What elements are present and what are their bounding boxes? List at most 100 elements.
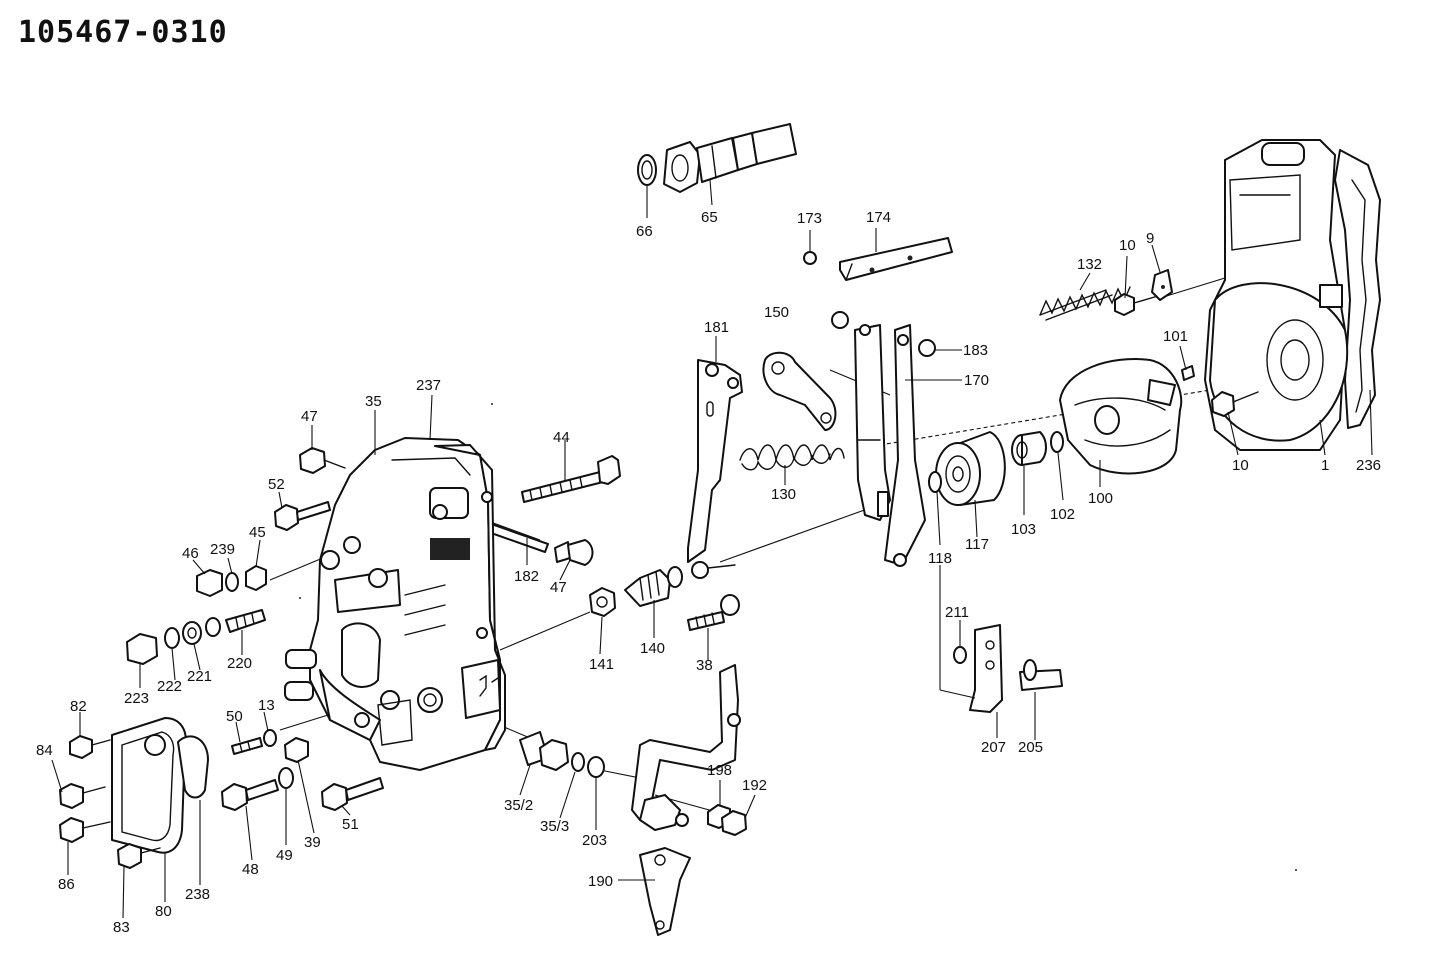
part-80-cover-plate (111, 717, 187, 854)
callout-38: 38 (696, 657, 713, 674)
part-190-lever (631, 664, 741, 936)
callout-10-upper: 10 (1119, 237, 1136, 254)
callout-45: 45 (249, 524, 266, 541)
part-181-lever (687, 359, 743, 579)
part-221-washer (182, 621, 202, 645)
callout-237: 237 (416, 377, 441, 394)
part-9-bracket (1151, 269, 1173, 301)
part-118-washer (928, 471, 942, 493)
part-38-bolt (687, 594, 740, 631)
callout-39: 39 (304, 834, 321, 851)
callout-9: 9 (1146, 230, 1154, 247)
part-117-sleeve (935, 431, 1006, 506)
part-132-spring (1039, 286, 1131, 321)
callout-46: 46 (182, 545, 199, 562)
callout-222: 222 (157, 678, 182, 695)
callout-35: 35 (365, 393, 382, 410)
part-65-holder (637, 123, 797, 193)
part-170-lever (831, 311, 936, 567)
callout-130: 130 (771, 486, 796, 503)
callout-117: 117 (965, 536, 989, 553)
part-13-washer (263, 729, 277, 747)
callout-203: 203 (582, 832, 607, 849)
part-221b-washer (205, 617, 221, 637)
part-49-washer (278, 767, 294, 789)
part-86-bolt (59, 817, 111, 843)
callout-223: 223 (124, 690, 149, 707)
callout-102: 102 (1050, 506, 1075, 523)
part-84-bolt (59, 783, 106, 809)
part-10-bolt-upper (1114, 293, 1159, 316)
part-82-bolt (69, 735, 111, 759)
part-45-nut (245, 565, 267, 591)
part-44-bolt (521, 455, 621, 503)
part-50-screw (231, 737, 263, 755)
part-141-nut (589, 587, 616, 617)
part-47-plug-right (554, 539, 594, 566)
callout-44: 44 (553, 429, 570, 446)
callout-183: 183 (963, 342, 988, 359)
callout-66: 66 (636, 223, 653, 240)
callout-35-3: 35/3 (540, 818, 569, 835)
callout-52: 52 (268, 476, 285, 493)
callout-82: 82 (70, 698, 87, 715)
callout-103: 103 (1011, 521, 1036, 538)
part-223-cap (126, 633, 158, 665)
callout-13: 13 (258, 697, 275, 714)
part-35-2-fitting (519, 731, 569, 771)
callout-239: 239 (210, 541, 235, 558)
callout-211: 211 (945, 604, 969, 621)
callout-141: 141 (589, 656, 614, 673)
callout-238: 238 (185, 886, 210, 903)
part-192-nut (721, 810, 747, 836)
part-100-flyweight (1059, 358, 1183, 475)
callout-50: 50 (226, 708, 243, 725)
callout-173: 173 (797, 210, 822, 227)
part-130-spring (739, 444, 845, 471)
part-239-washer (225, 572, 239, 592)
scan-specks (299, 403, 1297, 871)
callout-140: 140 (640, 640, 665, 657)
callout-205: 205 (1018, 739, 1043, 756)
part-39-nut (284, 737, 309, 763)
callout-48: 48 (242, 861, 259, 878)
part-203-washer (587, 756, 605, 778)
part-220-screw (225, 609, 266, 633)
callout-labels: 66 65 173 174 132 10 9 101 10 1 236 100 … (36, 209, 1381, 936)
part-207-bracket (969, 624, 1003, 713)
callout-221: 221 (187, 668, 212, 685)
part-205-pin (1019, 659, 1063, 691)
callout-100: 100 (1088, 490, 1113, 507)
callout-10-lower: 10 (1232, 457, 1249, 474)
callout-236: 236 (1356, 457, 1381, 474)
drawing-number: 105467-0310 (18, 15, 228, 50)
part-211-clip (953, 646, 967, 664)
part-83-bolt (117, 843, 161, 869)
part-150-link (762, 351, 837, 431)
callout-181: 181 (704, 319, 729, 336)
part-102-ring (1050, 431, 1064, 453)
part-48-bolt (221, 779, 279, 811)
callout-65: 65 (701, 209, 718, 226)
callout-174: 174 (866, 209, 891, 226)
callout-80: 80 (155, 903, 172, 920)
callout-47-left: 47 (301, 408, 318, 425)
callout-118: 118 (928, 550, 952, 567)
part-52-bolt (274, 501, 331, 531)
part-35-3-washer (571, 752, 585, 772)
callout-49: 49 (276, 847, 293, 864)
callout-207: 207 (981, 739, 1006, 756)
part-103-sleeve (1011, 431, 1047, 466)
part-222-washer (164, 627, 180, 649)
callout-1: 1 (1321, 457, 1329, 474)
leader-lines (51, 179, 1373, 919)
callout-47-right: 47 (550, 579, 567, 596)
callout-170: 170 (964, 372, 989, 389)
callout-182: 182 (514, 568, 539, 585)
part-238-gasket (177, 735, 209, 799)
part-10-bolt-lower (1211, 391, 1259, 417)
part-1-housing (1204, 139, 1381, 451)
callout-83: 83 (113, 919, 130, 936)
